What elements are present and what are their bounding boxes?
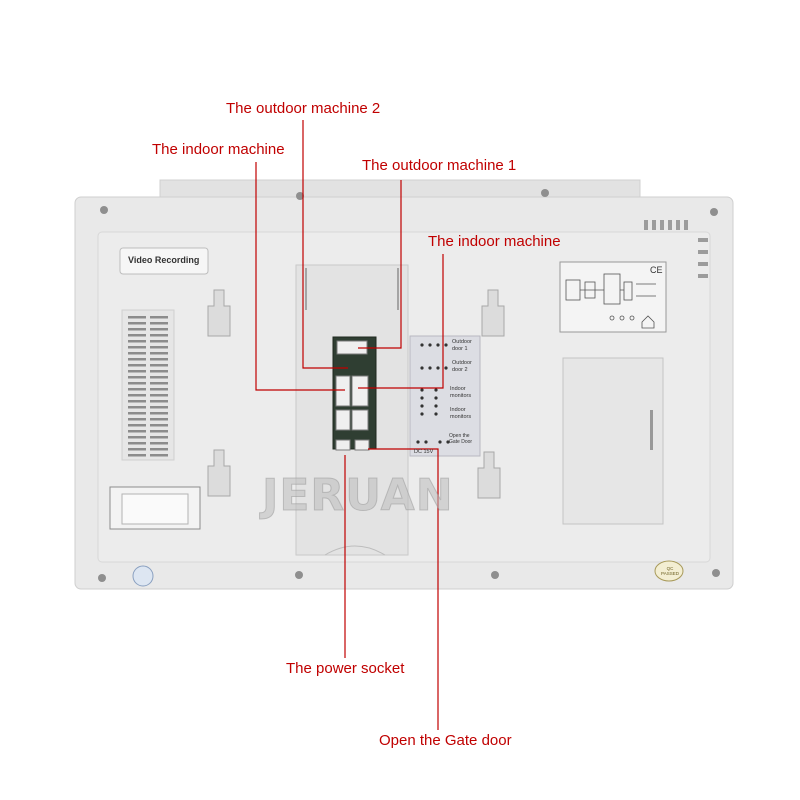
- vent-slot: [150, 370, 168, 373]
- terminal-legend: [409, 335, 481, 457]
- vent-slot: [128, 316, 146, 319]
- vent-slot: [150, 352, 168, 355]
- vent-slot: [150, 376, 168, 379]
- wiring-diagram: [565, 273, 656, 329]
- terminal-legend-dots: [416, 343, 450, 444]
- vent-slots: [128, 316, 168, 457]
- round-sticker: [132, 565, 154, 587]
- vent-slot: [128, 448, 146, 451]
- label-open-gate-door: Open the Gate door: [379, 732, 512, 749]
- vent-slot: [150, 388, 168, 391]
- vent-slot: [150, 442, 168, 445]
- vent-slot: [150, 418, 168, 421]
- annotation-lines: [255, 120, 444, 730]
- vent-slot: [128, 340, 146, 343]
- label-outdoor-machine-1: The outdoor machine 1: [362, 157, 517, 174]
- vent-slot: [150, 394, 168, 397]
- terminal-outdoor-door-1: Outdoor door 1: [452, 339, 472, 352]
- vent-slot: [128, 346, 146, 349]
- vent-slot: [150, 328, 168, 331]
- vent-slot: [128, 376, 146, 379]
- vent-slot: [150, 436, 168, 439]
- line-indoor-machine-a: [255, 162, 345, 391]
- vent-slot: [128, 358, 146, 361]
- vent-slot: [128, 436, 146, 439]
- vent-slot: [150, 322, 168, 325]
- vent-slot: [128, 394, 146, 397]
- vent-slot: [150, 400, 168, 403]
- screw-holes: [98, 189, 720, 582]
- side-vents: [644, 220, 708, 278]
- vent-slot: [150, 316, 168, 319]
- video-recording-plate: [119, 247, 209, 275]
- brand-watermark: JERUAN: [262, 470, 454, 522]
- terminal-outdoor-door-2: Outdoor door 2: [452, 360, 472, 373]
- vent-slot: [128, 382, 146, 385]
- vent-slot: [150, 364, 168, 367]
- qc-passed-sticker: QC PASSED: [661, 566, 679, 576]
- terminal-indoor-monitors-1: Indoor monitors: [450, 386, 472, 399]
- terminal-open-gate-door: Open the Gate Door: [449, 433, 473, 445]
- vent-slot: [128, 454, 146, 457]
- vent-slot: [128, 388, 146, 391]
- label-power-socket: The power socket: [286, 660, 405, 677]
- label-indoor-machine-a: The indoor machine: [152, 141, 285, 158]
- vent-slot: [128, 352, 146, 355]
- vent-slot: [150, 448, 168, 451]
- vent-slot: [150, 334, 168, 337]
- vent-slot: [128, 430, 146, 433]
- vent-slot: [128, 334, 146, 337]
- vent-slot: [150, 424, 168, 427]
- vent-slot: [128, 370, 146, 373]
- vent-slot: [128, 364, 146, 367]
- vent-slot: [150, 430, 168, 433]
- vent-slot: [128, 322, 146, 325]
- vent-slot: [150, 454, 168, 457]
- hanging-slots: [207, 289, 505, 499]
- vent-slot: [128, 418, 146, 421]
- line-indoor-machine-b: [358, 254, 444, 389]
- device-top-bevel: [159, 179, 641, 198]
- line-outdoor-machine-1: [358, 180, 402, 349]
- label-indoor-machine-b: The indoor machine: [428, 233, 561, 250]
- battery-cover: [562, 357, 664, 525]
- line-open-gate: [368, 448, 439, 730]
- vent-slot: [128, 400, 146, 403]
- vent-slot: [150, 406, 168, 409]
- vent-slot: [128, 412, 146, 415]
- terminal-indoor-monitors-2: Indoor monitors: [450, 407, 472, 420]
- vent-slot: [150, 358, 168, 361]
- vent-slot: [128, 442, 146, 445]
- vent-slot: [128, 424, 146, 427]
- label-outdoor-machine-2: The outdoor machine 2: [226, 100, 381, 117]
- line-outdoor-machine-2: [302, 120, 348, 369]
- vent-slot: [128, 406, 146, 409]
- vent-slot: [150, 340, 168, 343]
- vent-slot: [128, 328, 146, 331]
- terminal-blocks: [335, 340, 370, 451]
- vent-slot: [150, 346, 168, 349]
- ce-mark: CE: [650, 265, 663, 275]
- terminal-dc-15v: DC 15V: [414, 449, 434, 455]
- vent-slot: [150, 382, 168, 385]
- qc-sticker: [654, 560, 684, 582]
- vent-slot: [150, 412, 168, 415]
- video-recording-label: Video Recording: [128, 255, 200, 265]
